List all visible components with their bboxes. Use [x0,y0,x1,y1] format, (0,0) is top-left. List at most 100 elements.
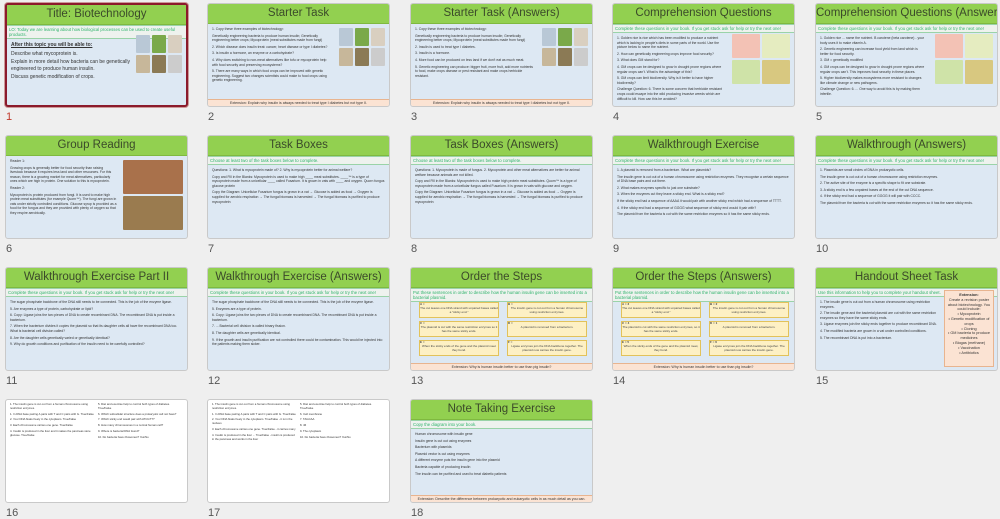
slide-title: Task Boxes (Answers) [411,136,592,156]
slide-title: Comprehension Questions (Answers) [816,4,997,24]
body-text: 6. Cell membrane [300,411,323,416]
body-text: The sugar phosphate backbone of the DNA … [10,300,172,304]
body-text: Discuss genetic modification of crops. [11,74,95,80]
body-text: After this topic you will be able to: [11,42,93,48]
slide-title: Starter Task [208,4,389,24]
slide-instruction: Complete these questions in your book. I… [208,288,389,297]
step-text: When the sticky ends of the gene and the… [623,343,699,352]
slide-title: Walkthrough Exercise Part II [6,268,187,288]
body-text: Insulin gene is cut out using enzymes [415,438,472,443]
slide-body: Reader 1:Growing crops is generally bett… [6,156,187,221]
extension-text: • Antibiotics [959,350,979,355]
step-text: Ligase enzymes join the DNA backbone tog… [713,343,785,352]
step-text: The cut leaves one DNA strand with unpai… [622,305,700,314]
slide-thumbnail[interactable]: 1. The insulin gene is cut out from a hu… [207,399,390,503]
slide-instruction: Complete these questions in your book. I… [613,156,794,165]
body-text: 2. Your DNA floats freely in the cytopla… [10,417,77,422]
slide-thumbnail[interactable]: Starter Task (Answers)1. Copy these thre… [410,3,593,107]
slide-title: Title: Biotechnology [7,5,186,25]
slide-body: 1. The insulin gene is cut out from a hu… [816,297,997,345]
slide-thumbnail[interactable]: Task Boxes (Answers)Choose at least two … [410,135,593,239]
slide-number: 13 [411,375,424,387]
body-text: Human chromosome with insulin gene [415,432,473,436]
body-text: 3. When the enzymes cut they leave a sti… [617,192,725,197]
extension-text: • Mycoprotein [957,312,981,317]
body-text: 8. How many chromosomes in a normal huma… [98,423,164,428]
body-text: Plasmid vector is cut using enzymes [415,451,470,456]
slide-thumbnail[interactable]: 1. The insulin gene is cut out from a hu… [5,399,188,503]
step-text: A plasmid is removed from a bacterium. [722,324,776,329]
extension-box: Extension:Create a revision poster about… [944,290,994,367]
body-text: 1. The insulin gene is cut out from a hu… [212,402,290,410]
slide-image [168,55,182,73]
body-text: Mycoprotein is protein produced from fun… [10,192,117,215]
body-text: 7. ... Bacterial cell division is called… [212,324,286,329]
slide-number: 18 [411,507,424,519]
step-box: E =When the sticky ends of the gene and … [419,340,499,356]
body-text: 5. Diet and exercise help to control bot… [300,402,372,410]
body-text: Copy and Fill in the Blanks: Mycoprotein… [415,179,577,188]
slide-body: The sugar phosphate backbone of the DNA … [6,297,187,352]
step-label: E = [420,340,425,344]
step-label: A = 3 [622,302,630,306]
step-box: B =The insulin gene is cut out from a hu… [507,302,587,318]
body-text: 4. GM crops can be designed to grow in d… [617,64,722,74]
body-text: 3. What does GM stand for? [617,58,660,63]
slide-number: 10 [816,243,829,255]
body-text: Growing crops is generally better for fo… [10,165,112,184]
body-text: 10. Do bacteria have ribosomes? Yes/No [98,434,149,439]
slide-thumbnail[interactable]: Walkthrough (Answers)Complete these ques… [815,135,998,239]
slide-images [123,160,183,230]
body-text: 4. GM crops can be designed to grow in d… [820,64,925,74]
body-text: 9. Where is bacterial DNA found? [98,428,140,433]
body-text: Questions: 1. Mycoprotein is made of fun… [415,168,580,177]
body-text: 1. The insulin gene is cut out from a hu… [820,300,931,309]
body-text: 6. Which subcellular structure does a pr… [98,411,177,416]
body-text: 2. The active site of the enzyme is a sp… [820,181,927,186]
body-text: Challenge Question: 6. There is some con… [617,87,722,101]
slide-title: Starter Task (Answers) [411,4,592,24]
slide-instruction: Complete these questions in your book. I… [816,156,997,165]
slide-thumbnail[interactable]: Order the Steps (Answers)Put these sente… [612,267,795,371]
extension-text: • GM bacteria to produce medicines [947,331,991,341]
slide-body: The sugar phosphate backbone of the DNA … [208,297,389,352]
extension-text: Extension: [959,293,979,297]
slide-instruction: Copy the diagram into your book. [411,420,592,429]
slide-number: 14 [613,375,626,387]
slide-body: 1. Copy these three examples of biotechn… [411,24,592,83]
body-text: 5. The recombinant DNA is put into a bac… [820,335,893,340]
slide-body: Questions: 1. What is mycoprotein made o… [208,165,389,209]
slide-thumbnail[interactable]: Comprehension Questions (Answers)Complet… [815,3,998,107]
slide-title: Group Reading [6,136,187,156]
extension-text: • Vaccination [958,345,980,350]
body-text: Challenge Question: 6. ... One way to av… [820,87,920,96]
step-label: C = 4 [622,321,630,325]
body-text: 5. Diet and exercise help to control bot… [98,402,170,410]
slide-image [558,48,572,66]
body-text: 7. When the bacterium divides it copies … [10,324,178,333]
step-label: F = 6 [710,340,717,344]
step-label: A = [420,302,425,306]
body-text: 3. Each chromosome carries one gene. Tru… [10,423,73,428]
body-text: 8. 46 [300,423,307,428]
step-label: D = [508,321,513,325]
body-text: The insulin gene is cut out of a human c… [820,174,938,179]
body-text: 2. Which disease does insulin treat: can… [212,44,328,49]
step-box: A =The cut leaves one DNA strand with un… [419,302,499,318]
slide-title: Task Boxes [208,136,389,156]
step-box: C =The plasmid is cut with the same rest… [419,321,499,337]
extension-footer: Extension: Explain why insulin is always… [208,99,389,106]
slide-thumbnail[interactable]: Walkthrough Exercise (Answers)Complete t… [207,267,390,371]
